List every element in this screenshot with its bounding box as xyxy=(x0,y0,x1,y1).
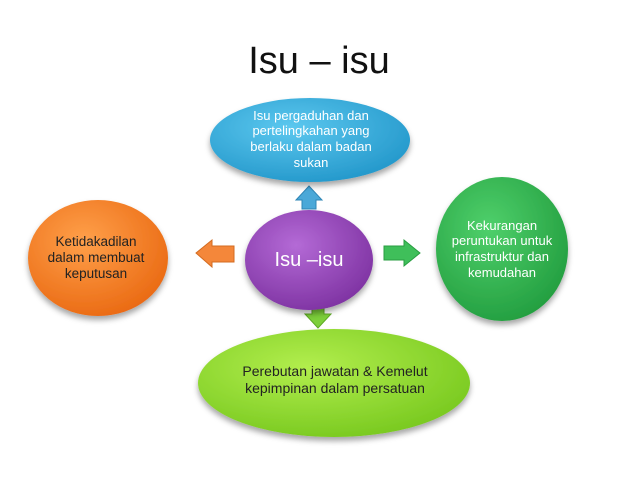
node-center-shape xyxy=(245,210,373,310)
arrow-up-top xyxy=(294,185,324,210)
node-left-label: Ketidakadilan dalam membuat keputusan xyxy=(47,233,145,282)
node-top-label: Isu pergaduhan dan pertelingkahan yang b… xyxy=(250,107,372,170)
node-right-label: Kekurangan peruntukan untuk infrastruktu… xyxy=(451,217,553,280)
page-title: Isu – isu xyxy=(248,40,390,82)
node-top-shape xyxy=(210,98,410,182)
arrow-left xyxy=(195,238,235,269)
node-left-shape xyxy=(28,200,168,316)
arrow-right xyxy=(383,238,421,268)
node-bottom-label: Perebutan jawatan & Kemelut kepimpinan d… xyxy=(242,363,428,396)
node-right-shape xyxy=(436,177,568,321)
node-bottom-shape xyxy=(198,329,470,437)
node-center-label: Isu –isu xyxy=(274,249,344,271)
